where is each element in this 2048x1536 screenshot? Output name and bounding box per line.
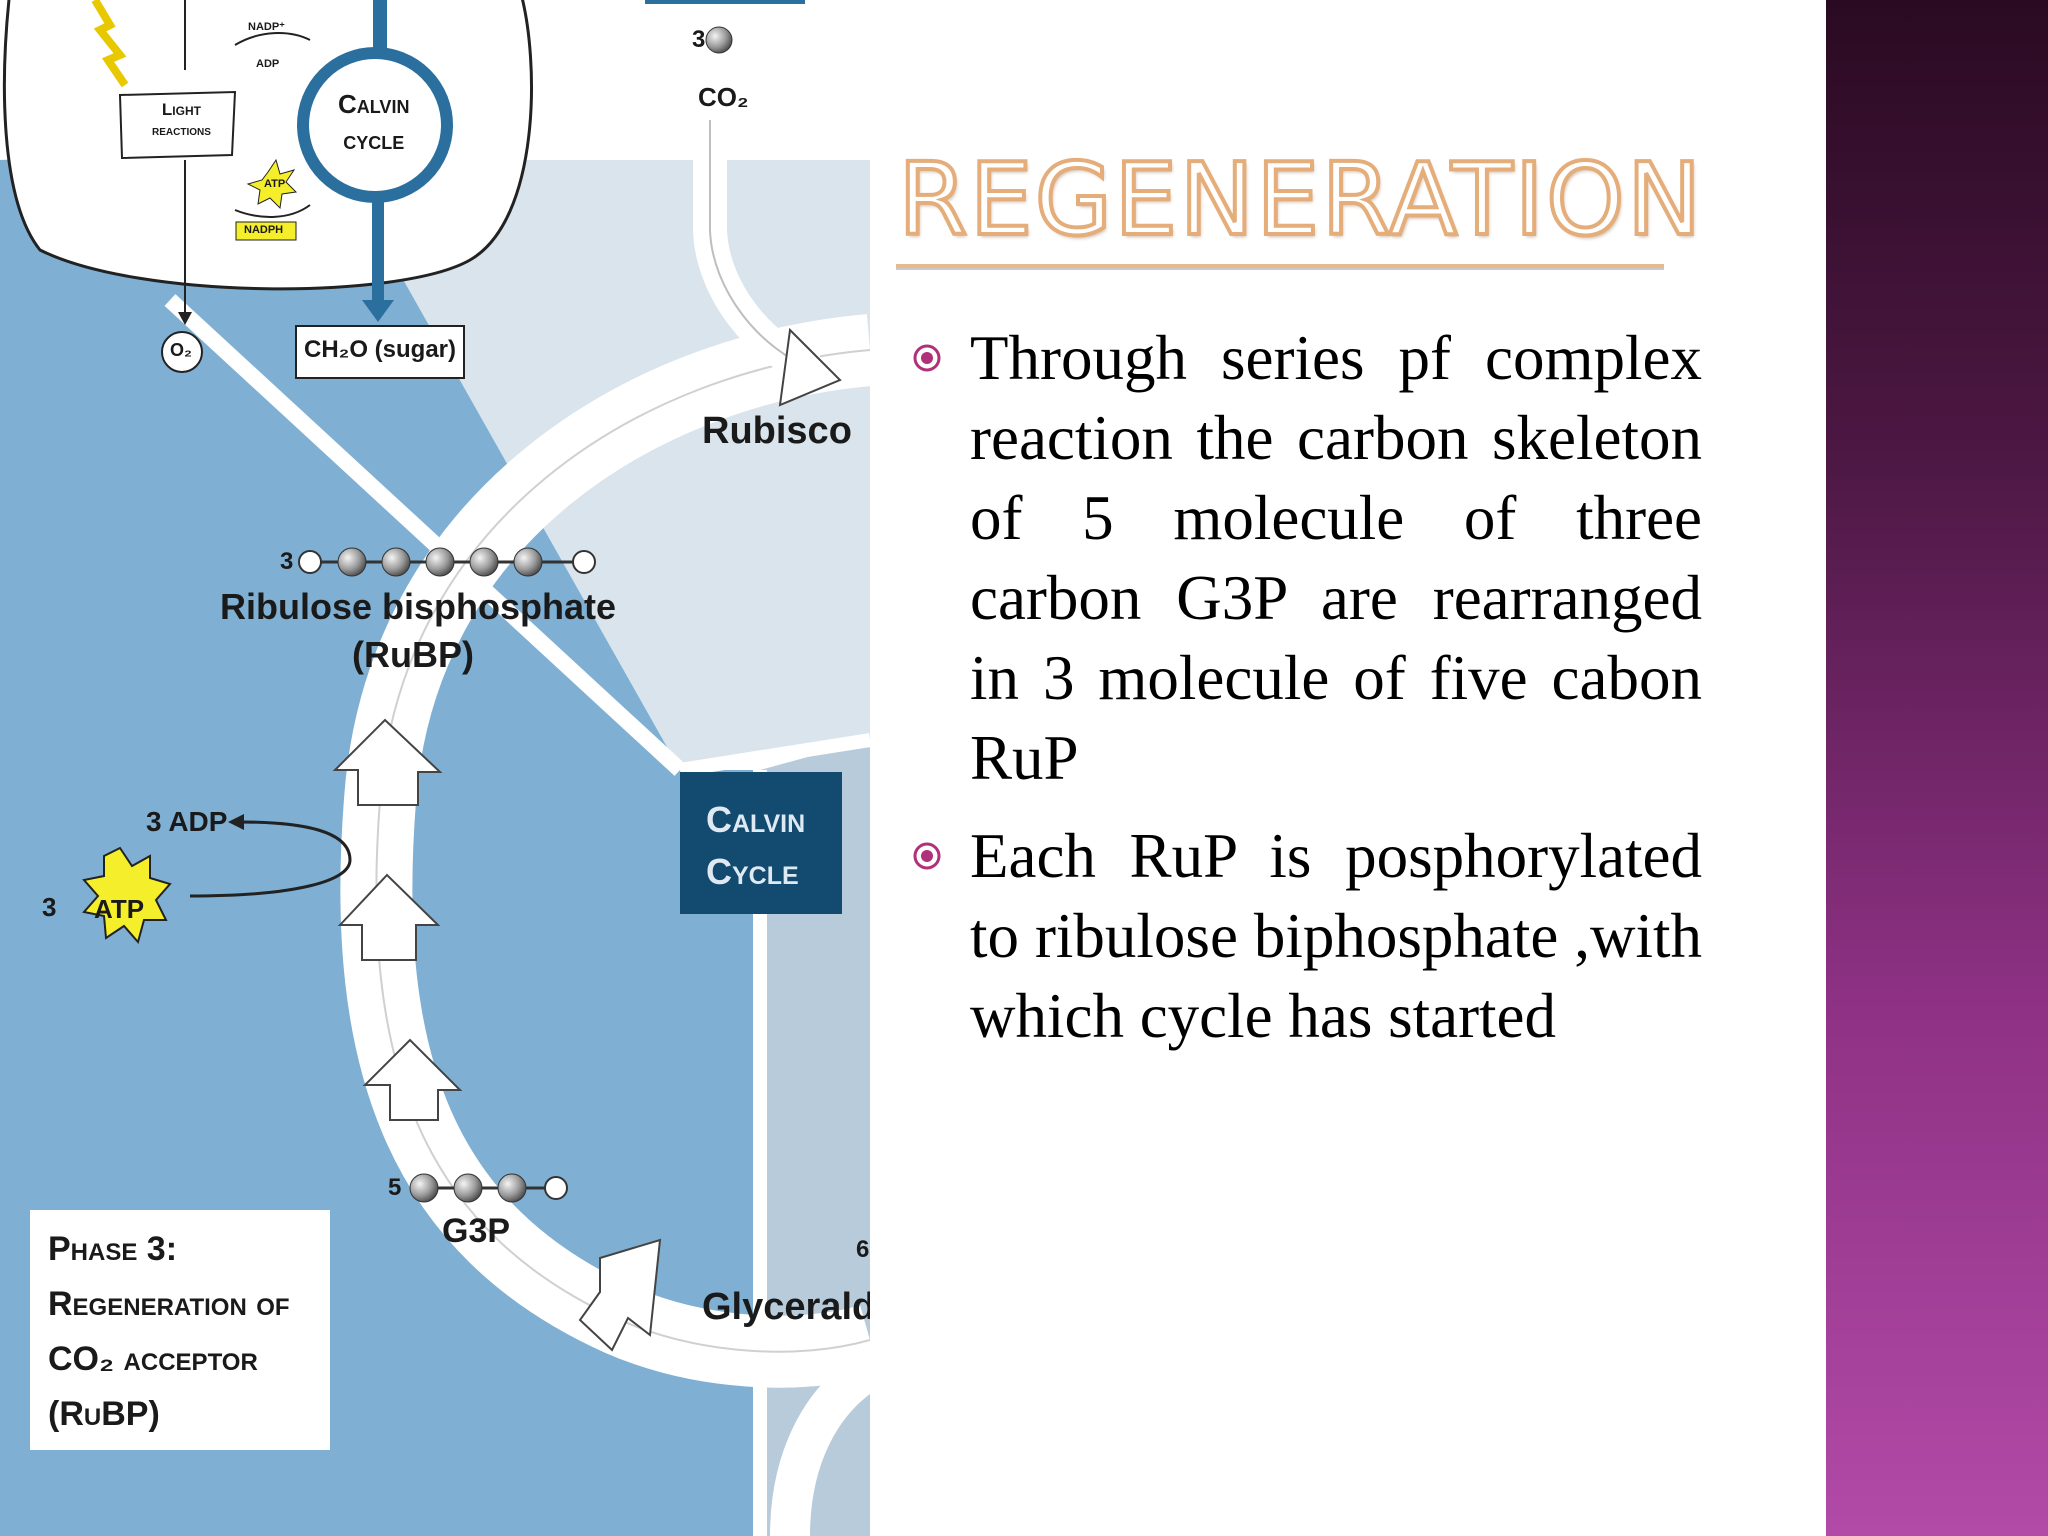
chloroplast-outline	[2, 0, 533, 291]
phase-line1: Phase 3:	[48, 1230, 178, 1268]
mini-calvin-line2: cycle	[343, 125, 405, 155]
target-bullet-icon	[913, 842, 941, 870]
mini-calvin-line1: Calvin	[338, 89, 410, 119]
phase-line3: CO₂ acceptor	[48, 1340, 258, 1378]
g3p-count: 5	[388, 1174, 402, 1201]
bullet-text: Each RuP is posphorylated to ribulose bi…	[970, 821, 1702, 1051]
calvin-box-line1: Calvin	[706, 799, 806, 840]
nadph-label: NADPH	[244, 224, 284, 236]
slide-title: REGENERATION	[896, 141, 1704, 258]
sugar-box	[295, 325, 465, 379]
bullet-text: Through series pf complex reaction the c…	[970, 323, 1702, 793]
calvin-box-label: Calvin Cycle	[706, 794, 805, 898]
rubp-abbr: (RuBP)	[352, 634, 474, 675]
title-underline	[896, 264, 1664, 270]
atp-small-label: ATP	[264, 178, 286, 190]
nadp-label: NADP⁺	[248, 21, 285, 33]
rubp-name: Ribulose bisphosphate	[220, 586, 617, 627]
target-bullet-icon	[913, 344, 941, 372]
calvin-box-shape	[680, 772, 842, 914]
light-line2: reactions	[152, 122, 211, 138]
bullet-list: Through series pf complex reaction the c…	[908, 318, 1702, 1074]
co2-count: 3	[692, 26, 706, 53]
adp-out-label: 3 ADP	[146, 806, 228, 837]
g3p-label: G3P	[442, 1212, 511, 1250]
bullet-item: Through series pf complex reaction the c…	[908, 318, 1702, 798]
upper-zone-bg	[0, 150, 870, 770]
bullet-item: Each RuP is posphorylated to ribulose bi…	[908, 816, 1702, 1056]
cycle-ring	[340, 314, 870, 1388]
sugar-label: CH₂O (sugar)	[304, 336, 457, 363]
atp-star-label: ATP	[94, 894, 145, 924]
diagram-graphic	[0, 0, 870, 1536]
o2-circle	[161, 331, 203, 373]
phase-line2: Regeneration of	[48, 1285, 290, 1323]
calvin-box-line2: Cycle	[706, 851, 799, 892]
atp-star-shape	[82, 846, 172, 945]
atp-count: 3	[42, 892, 57, 922]
glyceraldehyde-label: Glyceralde	[702, 1286, 870, 1328]
o2-label: O₂	[170, 340, 192, 360]
phase-line4: (RuBP)	[48, 1395, 160, 1433]
light-line1: Light	[161, 100, 201, 119]
phase-box-label: Phase 3: Regeneration of CO₂ acceptor (R…	[48, 1222, 290, 1442]
six-label: 6	[856, 1236, 870, 1263]
light-reactions-box	[118, 90, 237, 160]
rubp-count: 3	[280, 548, 294, 575]
light-bolt	[91, 0, 129, 88]
light-reactions-label: Light reactions	[152, 100, 211, 140]
rubisco-label: Rubisco	[702, 410, 852, 452]
mini-calvin-label: Calvin cycle	[338, 86, 409, 158]
adp-small-label: ADP	[256, 58, 280, 70]
decorative-side-band	[1826, 0, 2048, 1536]
phase-box-shape	[30, 1210, 330, 1450]
co2-label: CO₂	[698, 82, 749, 112]
calvin-cycle-diagram: Light reactions Calvin cycle NADP⁺ ADP A…	[0, 0, 870, 1536]
